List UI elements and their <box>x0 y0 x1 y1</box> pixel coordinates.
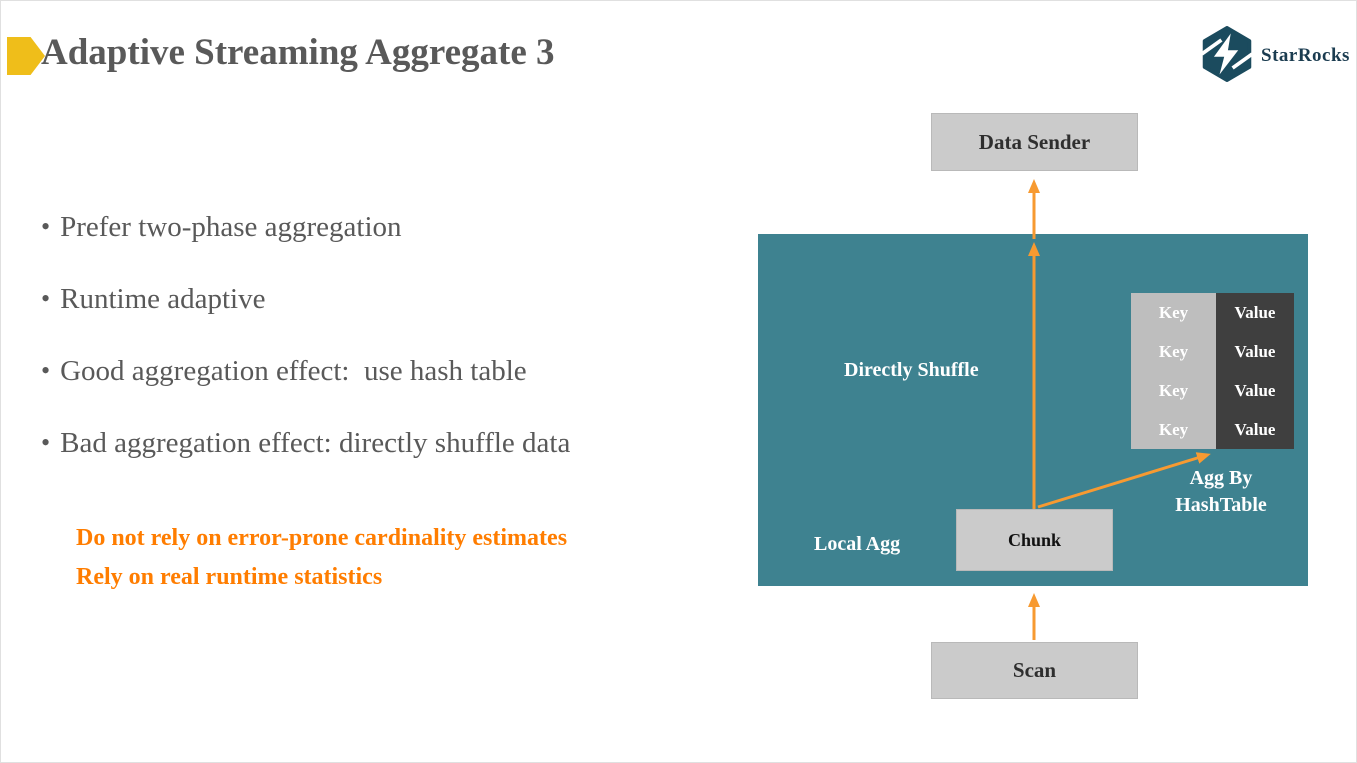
scan-label: Scan <box>1012 658 1057 682</box>
bullet-list: • Prefer two-phase aggregation • Runtime… <box>41 191 721 479</box>
data-sender-label: Data Sender <box>978 129 1091 154</box>
bullet-dot-icon: • <box>41 212 51 241</box>
hash-table-key-cell: Key <box>1131 371 1216 410</box>
hash-table-key-cell: Key <box>1131 410 1216 449</box>
hash-table-key-column: Key Key Key Key <box>1131 293 1216 449</box>
page-title: Adaptive Streaming Aggregate 3 <box>41 32 555 73</box>
bullet-item: • Runtime adaptive <box>41 263 721 335</box>
chunk-box: Chunk <box>956 509 1113 571</box>
bullet-item: • Bad aggregation effect: directly shuff… <box>41 407 721 479</box>
agg-by-line2: HashTable <box>1175 494 1267 516</box>
starrocks-logo-icon <box>1199 25 1255 87</box>
starrocks-logo: StarRocks <box>1199 25 1350 87</box>
agg-by-line1: Agg By <box>1189 467 1253 489</box>
scan-box: Scan <box>931 642 1138 699</box>
bullet-item: • Prefer two-phase aggregation <box>41 191 721 263</box>
highlight-notes: Do not rely on error-prone cardinality e… <box>76 519 567 597</box>
bullet-dot-icon: • <box>41 356 51 385</box>
hash-table-key-cell: Key <box>1131 332 1216 371</box>
agg-by-hashtable-label: Agg By HashTable <box>1149 465 1293 519</box>
bullet-text: Runtime adaptive <box>60 282 266 315</box>
hash-table-value-cell: Value <box>1216 371 1294 410</box>
directly-shuffle-label: Directly Shuffle <box>844 359 979 381</box>
hash-table-value-column: Value Value Value Value <box>1216 293 1294 449</box>
local-agg-label: Local Agg <box>814 533 901 555</box>
bullet-item: • Good aggregation effect: use hash tabl… <box>41 335 721 407</box>
hash-table: Key Key Key Key Value Value Value Value <box>1131 293 1294 449</box>
bullet-text: Prefer two-phase aggregation <box>60 210 402 243</box>
highlight-note-line1: Do not rely on error-prone cardinality e… <box>76 525 568 551</box>
hash-table-key-cell: Key <box>1131 293 1216 332</box>
bullet-dot-icon: • <box>41 284 51 313</box>
highlight-note-line2: Rely on real runtime statistics <box>76 564 383 590</box>
chunk-label: Chunk <box>1007 529 1062 550</box>
hash-table-value-cell: Value <box>1216 410 1294 449</box>
bullet-dot-icon: • <box>41 428 51 457</box>
data-sender-box: Data Sender <box>931 113 1138 171</box>
bullet-text: Bad aggregation effect: directly shuffle… <box>60 426 571 459</box>
hash-table-value-cell: Value <box>1216 293 1294 332</box>
title-marker-icon <box>7 37 45 75</box>
bullet-text: Good aggregation effect: use hash table <box>60 354 527 387</box>
starrocks-logo-text: StarRocks <box>1261 45 1350 66</box>
hash-table-value-cell: Value <box>1216 332 1294 371</box>
